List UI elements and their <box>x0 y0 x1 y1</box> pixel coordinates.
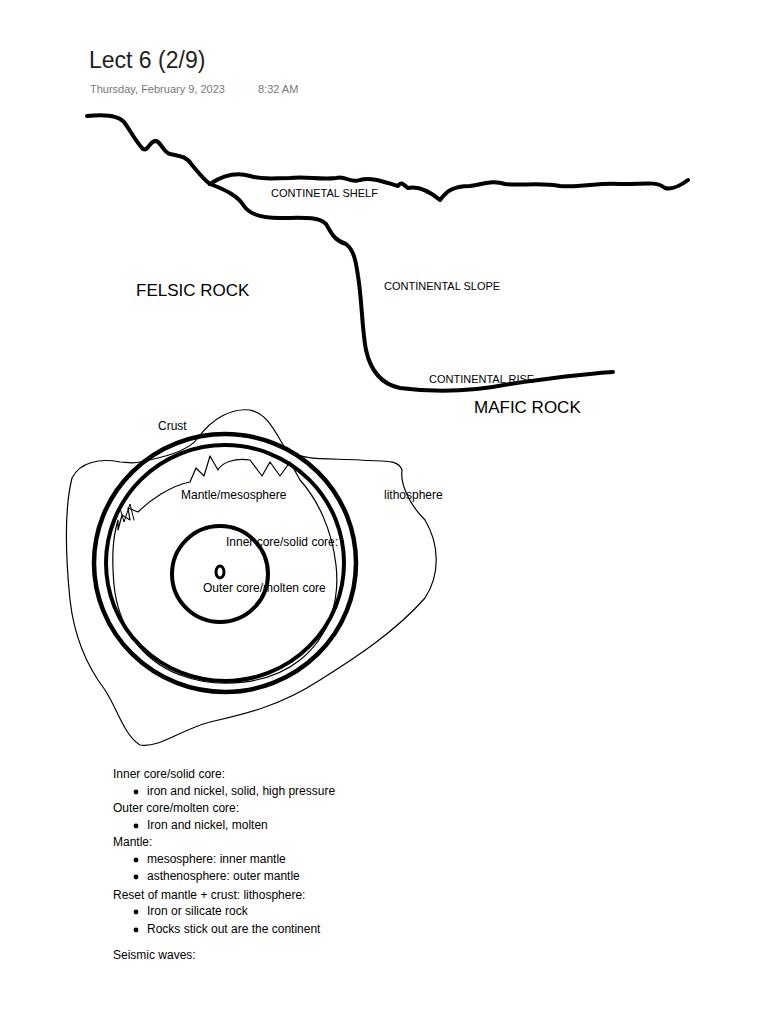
slope-line <box>210 184 613 391</box>
crust-ring <box>94 434 356 692</box>
feature-label: CONTINENTAL SLOPE <box>384 280 500 293</box>
bullet-dot <box>134 875 139 880</box>
note-item: mesosphere: inner mantle <box>147 852 286 866</box>
bullet-dot <box>134 858 139 863</box>
inner-core-ring <box>216 566 224 578</box>
note-item: Iron or silicate rock <box>147 904 248 918</box>
bullet-dot <box>134 824 139 829</box>
date-stamp: Thursday, February 9, 2023 <box>90 83 225 96</box>
note-item: Iron and nickel, molten <box>147 818 268 832</box>
note-heading: Reset of mantle + crust: lithosphere: <box>113 888 305 902</box>
bullet-dot <box>134 790 139 795</box>
note-heading: Inner core/solid core: <box>113 767 225 781</box>
coastline-sketch <box>87 115 210 184</box>
note-item: Rocks stick out are the continent <box>147 922 320 936</box>
layer-label: Mantle/mesosphere <box>181 488 286 502</box>
layer-label: Inner core/solid core: <box>226 535 338 549</box>
mantle-inner-line <box>113 456 337 683</box>
note-heading: Seismic waves: <box>113 948 196 962</box>
layer-label: Crust <box>158 419 187 433</box>
bullet-dot <box>134 910 139 915</box>
jagged-mantle-edge <box>112 504 134 530</box>
page-title: Lect 6 (2/9) <box>89 47 205 75</box>
shelf-line <box>210 174 688 200</box>
note-heading: Outer core/molten core: <box>113 801 239 815</box>
rock-label: MAFIC ROCK <box>474 398 581 418</box>
feature-label: CONTINETAL SHELF <box>271 187 378 200</box>
time-stamp: 8:32 AM <box>258 83 298 96</box>
note-item: asthenosphere: outer mantle <box>147 869 300 883</box>
note-heading: Mantle: <box>113 835 152 849</box>
mantle-ring <box>106 445 344 681</box>
feature-label: CONTINENTAL RISE <box>429 373 534 386</box>
rock-label: FELSIC ROCK <box>136 281 249 301</box>
layer-label: lithosphere <box>384 488 443 502</box>
bullet-dot <box>134 928 139 933</box>
layer-label: Outer core/molten core <box>203 581 326 595</box>
note-item: iron and nickel, solid, high pressure <box>147 784 335 798</box>
lithosphere-outline <box>67 410 437 746</box>
